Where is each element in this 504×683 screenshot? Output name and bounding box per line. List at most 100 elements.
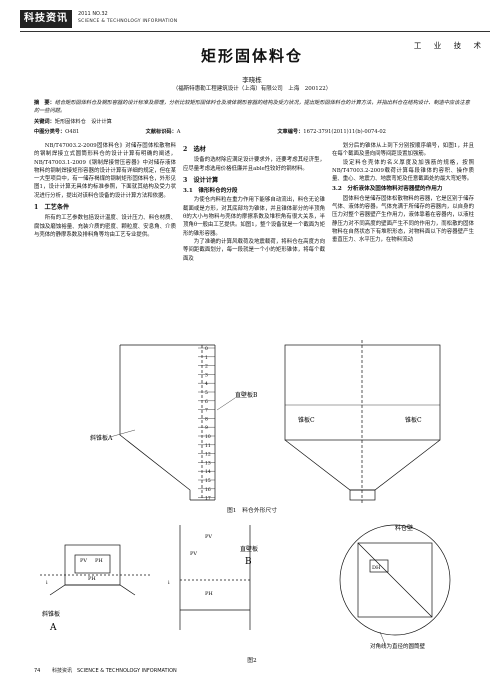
- label-ph-a: PH: [95, 558, 103, 564]
- label-b: 直壁板: [240, 545, 258, 553]
- figure-1-caption: 图1 料仓外形尺寸: [226, 508, 278, 514]
- column-2: 2 选材 设备的选材除应满足设计要求外，还要考虑其经济型，应尽量考虑选用价格低廉…: [183, 142, 325, 263]
- label-ph-a2: PH: [88, 576, 96, 582]
- paragraph: NB/T47003.2-2009固体料仓》对储存固体松散物料的钢制焊接立式圆筒形…: [34, 143, 176, 199]
- panel-a-slope: [49, 584, 136, 596]
- silo-front-view: [284, 340, 441, 503]
- section-number: 7: [205, 408, 208, 414]
- silo-hopper: [284, 439, 441, 491]
- section-number: 0: [205, 346, 208, 352]
- page-number: 74: [34, 668, 41, 674]
- paragraph: 为使仓内料粒在重力作用下能够自动流出，料仓无论锥截面或是方形，对其底部均为锥体，…: [183, 197, 325, 237]
- section-number: 10: [205, 434, 211, 440]
- label-slope-a: 斜锥板A: [90, 434, 113, 442]
- silo-left-edge: [119, 345, 191, 500]
- label-i-a: i: [46, 580, 48, 586]
- keywords-text: 矩形固体料仓 设计计算: [54, 119, 112, 125]
- section-number: 1: [205, 355, 208, 361]
- paragraph: 固体料仓是储存固体松散物料的容器，它是区别于储存气体、液体的容器。气体充满于所储…: [332, 195, 474, 244]
- section-number: 13: [205, 460, 211, 466]
- leader-line: [216, 397, 236, 411]
- section-number: 16: [205, 487, 211, 493]
- circle-wall: [339, 524, 451, 636]
- section-number: 14: [205, 469, 211, 475]
- journal-logo: 科技资讯: [20, 10, 72, 28]
- abstract-text: 结合矩形固体料仓及钢形容器的设计标准及原理，分析比较矩形固体料仓及液体钢形容器的…: [34, 100, 470, 114]
- paragraph: 设备的选材除应满足设计要求外，还要考虑其经济型，应尽量考虑选用价格低廉并且abl…: [183, 157, 325, 172]
- label-a-letter: A: [49, 623, 57, 633]
- classification-line: 中图分类号：O481 文献标识码：A 文章编号：1672-3791(2011)1…: [34, 128, 474, 135]
- section-number: 5: [205, 390, 208, 396]
- leader-line: [109, 429, 136, 438]
- section-name: 工 业 技 术: [413, 41, 486, 50]
- section-heading: 3 设计计算: [183, 176, 219, 184]
- label-pv-a: PV: [80, 558, 87, 564]
- section-number: 4: [205, 381, 208, 387]
- panel-a-box: [74, 554, 111, 574]
- art-value: 1672-3791(2011)11(b)-0074-02: [303, 129, 386, 135]
- affiliation: （福斯特惠勒工程建筑设计（上海）有限公司 上海 200122）: [172, 86, 332, 92]
- label-silo-wall: 料仓壁: [395, 524, 413, 532]
- journal-english-name: SCIENCE & TECHNOLOGY INFORMATION: [78, 19, 178, 24]
- leader-line: [379, 631, 386, 645]
- paragraph: 为了准确的计算风载荷及地震载荷，将料仓在高度方向等间距截面划分，每一段就是一个小…: [183, 238, 325, 262]
- section-number: 6: [205, 399, 208, 405]
- issue-number: 2011 NO.32: [78, 11, 108, 17]
- section-number: 17: [205, 496, 211, 502]
- dh-box: [369, 559, 389, 573]
- page-footer: 74 科技资讯 SCIENCE & TECHNOLOGY INFORMATION: [34, 667, 177, 674]
- header-rule: [20, 31, 490, 32]
- label-pv-b: PV: [205, 534, 212, 540]
- paragraph: 划分后的锥体从上到下分别按顺序编号，如图1，并且在每个截面及竖向间等间距设置加强…: [332, 143, 474, 158]
- article-title: 矩形固体料仓: [200, 47, 303, 65]
- abstract-label: 摘 要：: [34, 100, 55, 106]
- panel-a: [40, 544, 150, 596]
- label-dh: DH: [372, 565, 381, 571]
- keywords-label: 关键词：: [34, 119, 55, 125]
- label-wall-c2: 锥板C: [405, 416, 422, 424]
- doc-label: 文献标识码：: [145, 129, 177, 135]
- silo-body: [284, 344, 441, 441]
- section-heading: 2 选材: [183, 146, 206, 153]
- label-i-b: i: [168, 580, 170, 586]
- label-wall-c1: 锥板C: [298, 416, 315, 424]
- label-circle: 对角线为直径的圆筒壁: [370, 642, 426, 650]
- panel-c: [339, 524, 451, 636]
- footer-journal: 科技资讯 SCIENCE & TECHNOLOGY INFORMATION: [51, 668, 177, 674]
- section-heading: 1 工艺条件: [34, 204, 70, 212]
- page-header: 科技资讯 2011 NO.32 SCIENCE & TECHNOLOGY INF…: [20, 10, 490, 50]
- subsection-heading: 3.2 分析液体及固体物料对容器壁的作用力: [332, 186, 443, 193]
- section-number: 9: [205, 425, 208, 431]
- section-number: 15: [205, 478, 211, 484]
- label-a: 斜锥板: [42, 610, 60, 618]
- column-3: 划分后的锥体从上到下分别按顺序编号，如图1，并且在每个截面及竖向间等间距设置加强…: [332, 142, 474, 245]
- paragraph: 设定料仓壳体的名义厚度及加强筋的规格，按照NB/T47003.2-2009载荷计…: [332, 159, 474, 183]
- cls-value: O481: [65, 129, 80, 135]
- label-pv-b2: PV: [190, 551, 197, 557]
- figure-2-caption: 图2: [247, 658, 257, 664]
- abstract: 摘 要：结合矩形固体料仓及钢形容器的设计标准及原理，分析比较矩形固体料仓及液体钢…: [34, 100, 474, 115]
- section-number: 3: [205, 372, 208, 378]
- silo-outlet: [349, 489, 376, 501]
- paragraph: 所有的工艺参数包括设计温度、设计压力、料仓材质、腐蚀及磨蚀裕量、充装介质的密度、…: [34, 215, 176, 238]
- column-1: NB/T47003.2-2009固体料仓》对储存固体松散物料的钢制焊接立式圆筒形…: [34, 142, 176, 239]
- diagonal: [357, 542, 433, 618]
- section-number: 11: [205, 443, 211, 449]
- section-number: 8: [205, 416, 208, 422]
- author: 李晓栋: [242, 76, 262, 84]
- panel-b: [179, 525, 251, 630]
- label-b-letter: B: [245, 557, 252, 567]
- section-number: 12: [205, 452, 211, 458]
- keywords: 关键词：矩形固体料仓 设计计算: [34, 118, 112, 125]
- doc-value: A: [176, 129, 181, 135]
- square-section: [357, 542, 433, 618]
- figure-2-pressure-diagram: PV PH PH i 斜锥板 A PV PV PH i 直壁板 B DH 料仓壁…: [40, 524, 451, 650]
- subsection-heading: 3.1 锥形料仓的分段: [183, 188, 238, 195]
- silo-left-view: [119, 344, 216, 501]
- section-number: 2: [205, 364, 208, 370]
- label-straight-b: 直壁板B: [235, 391, 258, 399]
- label-ph-b: PH: [205, 591, 213, 597]
